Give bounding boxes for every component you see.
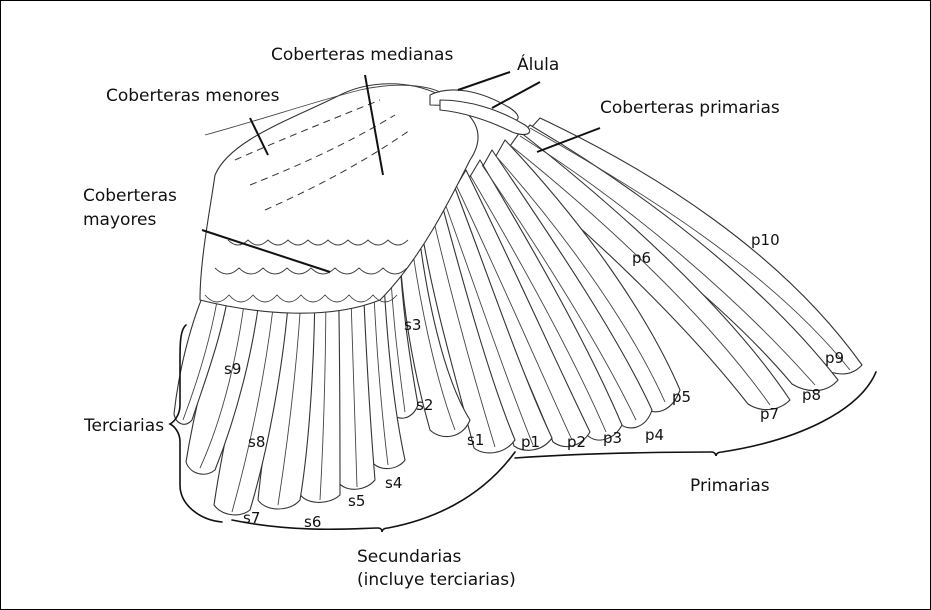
feather-label-p1: p1 — [521, 433, 540, 451]
feather-label-s5: s5 — [348, 492, 365, 510]
label-greater-coverts-2: mayores — [83, 210, 157, 230]
feather-label-p6: p6 — [632, 249, 651, 267]
feather-label-s1: s1 — [467, 431, 484, 449]
label-primaries: Primarias — [690, 476, 770, 496]
label-median-coverts: Coberteras medianas — [271, 45, 453, 65]
label-primary-coverts: Coberteras primarias — [600, 98, 780, 118]
feather-label-p7: p7 — [760, 405, 779, 423]
feather-label-p4: p4 — [645, 426, 664, 444]
feather-label-p3: p3 — [603, 429, 622, 447]
label-alula: Álula — [517, 53, 559, 75]
primary-feathers — [420, 118, 862, 453]
feather-label-p5: p5 — [672, 388, 691, 406]
label-lesser-coverts: Coberteras menores — [106, 86, 280, 106]
feather-label-s3: s3 — [404, 316, 421, 334]
feather-label-s7: s7 — [243, 509, 260, 527]
feather-label-s8: s8 — [248, 433, 265, 451]
feather-label-s2: s2 — [416, 396, 433, 414]
feather-label-p10: p10 — [751, 231, 780, 249]
feather-label-s9: s9 — [224, 360, 241, 378]
label-tertials: Terciarias — [83, 416, 164, 436]
label-greater-coverts-1: Coberteras — [83, 186, 177, 206]
feather-label-s6: s6 — [304, 513, 321, 531]
label-secondaries-1: Secundarias — [357, 547, 461, 567]
label-secondaries-2: (incluye terciarias) — [357, 570, 516, 590]
feather-label-p8: p8 — [802, 386, 821, 404]
feather-label-p2: p2 — [567, 433, 586, 451]
feather-label-p9: p9 — [825, 349, 844, 367]
feather-label-s4: s4 — [385, 474, 402, 492]
